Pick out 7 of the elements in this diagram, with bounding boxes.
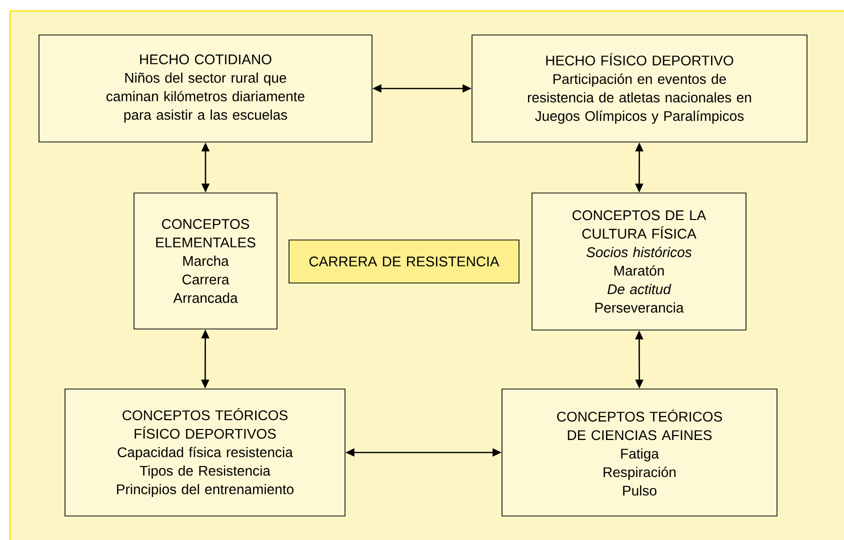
concept-box: CONCEPTOS TEÓRICOS DE CIENCIAS AFINES Fatiga Respiración Pulso [502, 388, 778, 516]
title-box: CARRERA DE RESISTENCIA [288, 240, 520, 284]
concept-box: CONCEPTOS DE LA CULTURA FÍSICA Socios históricos Maratón De actitud Perseverancia [532, 192, 746, 330]
concept-box: HECHO FÍSICO DEPORTIVO Participación en eventos de resistencia de atletas nacionales en Juegos Olímpicos y Paralímpicos [472, 34, 808, 142]
concept-box: CONCEPTOS ELEMENTALES Marcha Carrera Arrancada [134, 192, 278, 330]
concept-box: HECHO COTIDIANO Niños del sector rural que caminan kilómetros diariamente para asistir a las escuelas [38, 34, 372, 142]
concept-box: CONCEPTOS TEÓRICOS FÍSICO DEPORTIVOS Capacidad física resistencia Tipos de Resistencia Principios del entrenamiento [64, 388, 346, 516]
